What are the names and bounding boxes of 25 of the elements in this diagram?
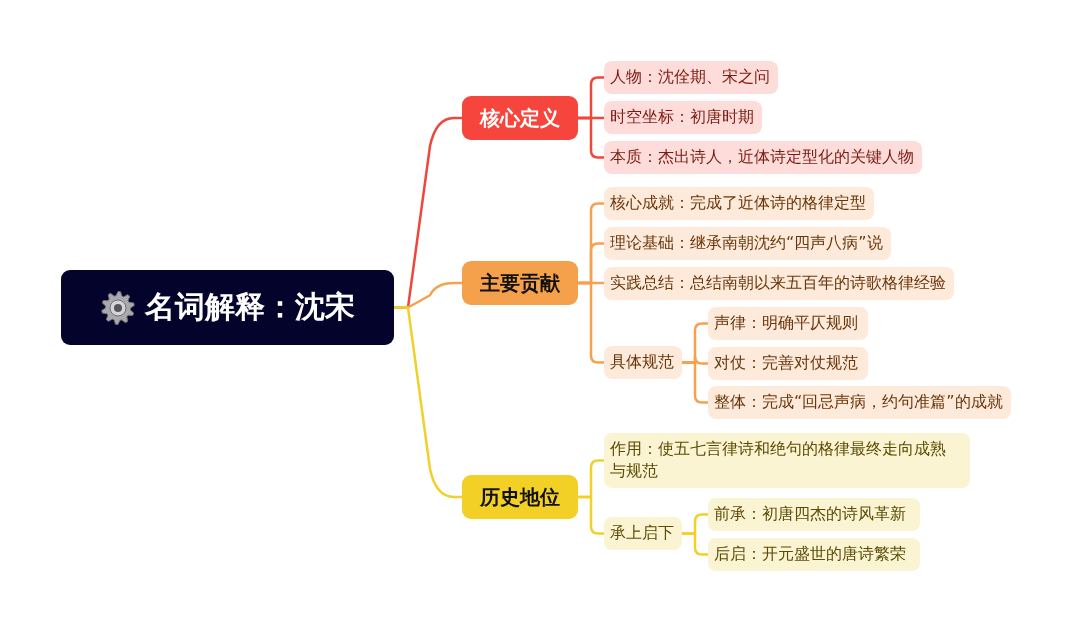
subtopic: 实践总结：总结南朝以来五百年的诗歌格律经验 — [604, 267, 954, 300]
subtopic: 核心成就：完成了近体诗的格律定型 — [604, 187, 874, 220]
topic-title: 名词解释：沈宋 — [144, 288, 355, 326]
subtopic: 承上启下 — [604, 517, 682, 550]
subtopic: 整体：完成“回忌声病，约句准篇”的成就 — [708, 386, 1011, 419]
branch-line — [576, 495, 606, 535]
subtopic: 声律：明确平仄规则 — [708, 307, 868, 340]
main-topic: 核心定义 — [462, 96, 578, 140]
branch-line — [576, 281, 606, 364]
subtopic: 时空坐标：初唐时期 — [604, 101, 762, 134]
branch-line — [392, 306, 464, 499]
subtopic: 人物：沈佺期、宋之问 — [604, 61, 778, 94]
main-topic: 历史地位 — [462, 475, 578, 519]
subtopic: 后启：开元盛世的唐诗繁荣 — [708, 538, 920, 571]
main-topic: 主要贡献 — [462, 261, 578, 305]
subtopic: 对仗：完善对仗规范 — [708, 347, 868, 380]
branch-line — [576, 116, 606, 159]
subtopic: 具体规范 — [604, 346, 682, 379]
branch-line — [680, 361, 710, 404]
central-topic — [61, 270, 394, 345]
subtopic: 前承：初唐四杰的诗风革新 — [708, 498, 920, 531]
branch-line — [680, 532, 710, 556]
subtopic: 本质：杰出诗人，近体诗定型化的关键人物 — [604, 141, 922, 174]
subtopic: 理论基础：继承南朝沈约“四声八病”说 — [604, 227, 891, 260]
subtopic: 作用：使五七言律诗和绝句的格律最终走向成熟与规范 — [604, 433, 970, 488]
